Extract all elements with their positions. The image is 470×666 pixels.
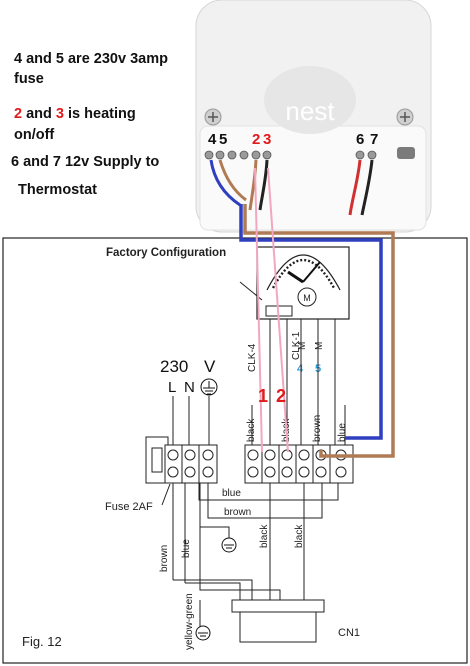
connector-label: CN1 [338, 627, 360, 639]
note-fuse-line1: 4 and 5 are 230v 3amp [14, 51, 168, 67]
earth-symbol-mid-icon [221, 537, 237, 553]
nest-logo-dome [264, 66, 356, 134]
clock-label-clk1: CLK-1 [291, 331, 302, 360]
wire-label-yellow-green: yellow-green [184, 593, 195, 650]
schematic-title: Factory Configuration [106, 247, 226, 259]
red-label-1: 1 [258, 386, 268, 406]
note-heating-line2: on/off [14, 127, 55, 143]
fuse-label: Fuse 2AF [105, 501, 153, 513]
brown-overlay-wire [243, 204, 395, 458]
terminal-label-7: 7 [370, 131, 378, 148]
nest-heat-link-device: nest 4 5 2 3 6 7 [195, 0, 432, 233]
earth-symbol-icon [200, 378, 218, 396]
supply-voltage-unit: V [204, 357, 216, 376]
pink-overlay-wire-2 [267, 167, 289, 453]
supply-voltage: 230 [160, 357, 188, 376]
note-heating-num-3: 3 [55, 106, 64, 122]
note-supply-line2: Thermostat [18, 182, 97, 198]
supply-L: L [168, 379, 176, 396]
cn1-connector [231, 599, 325, 643]
clock-label-clk4: CLK-4 [247, 343, 258, 372]
note-fuse-line2: fuse [14, 71, 44, 87]
blue-overlay-wire [239, 204, 383, 440]
clock-label-m2: M [314, 342, 325, 350]
terminal-label-4: 4 [208, 131, 217, 148]
terminal-label-3: 3 [263, 131, 271, 148]
fig-label: Fig. 12 [22, 634, 62, 649]
red-label-2: 2 [276, 386, 286, 406]
note-heating-rest: is heating [64, 106, 136, 122]
wire-label-brown-mid: brown [224, 507, 251, 518]
screw-left-icon [204, 108, 222, 126]
usb-port-icon [397, 147, 415, 159]
wire-label-brown-left: brown [159, 545, 170, 572]
left-terminal-block [164, 444, 218, 484]
note-heating-and: and [22, 106, 56, 122]
terminal-label-5: 5 [219, 131, 227, 148]
svg-text:M: M [303, 293, 311, 303]
note-heating-line1: 2 and 3 is heating [14, 106, 136, 122]
main-terminal-strip [244, 444, 354, 484]
note-heating-num-2: 2 [14, 106, 23, 122]
terminal-label-2: 2 [252, 131, 260, 148]
terminal-label-6: 6 [356, 131, 364, 148]
wire-label-blue-mid: blue [222, 488, 241, 499]
supply-N: N [184, 379, 195, 396]
clock-leads [251, 319, 346, 448]
wire-label-black-low1: black [259, 524, 270, 548]
wire-label-brown-top: brown [312, 415, 323, 442]
earth-symbol-bottom-icon [195, 625, 211, 641]
wire-label-black-low2: black [294, 524, 305, 548]
note-supply-line1: 6 and 7 12v Supply to [11, 154, 160, 170]
clock-label-m1: M [297, 342, 308, 350]
schematic-frame [2, 237, 468, 664]
supply-leads [172, 396, 210, 448]
screw-right-icon [396, 108, 414, 126]
wire-label-blue-left: blue [181, 539, 192, 558]
internal-wiring [172, 483, 339, 627]
pink-overlay-wire-1 [254, 167, 263, 453]
nest-logo: nest [285, 96, 335, 126]
wire-label-black-1: black [246, 418, 257, 442]
device-terminal-block [204, 150, 377, 160]
wire-label-blue-top: blue [337, 423, 348, 442]
